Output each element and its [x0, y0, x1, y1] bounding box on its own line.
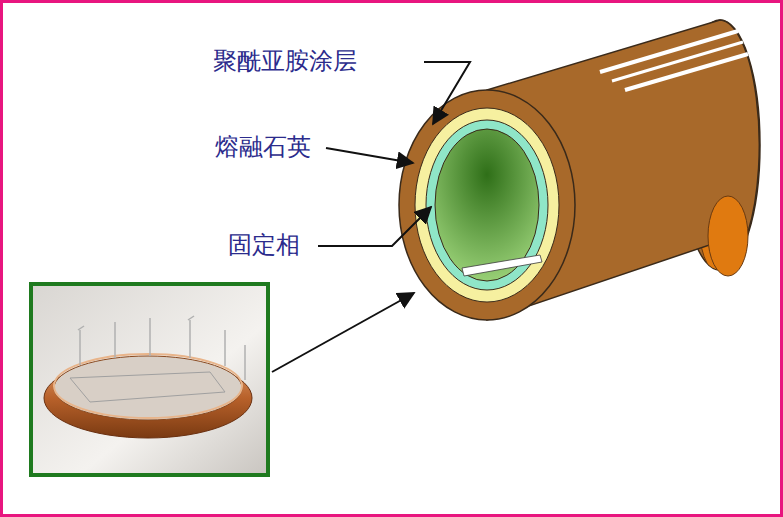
- part-label: 聚酰亚胺涂层: [211, 47, 359, 76]
- part-label: 熔融石英: [213, 133, 313, 162]
- part-label: 固定相: [226, 231, 302, 260]
